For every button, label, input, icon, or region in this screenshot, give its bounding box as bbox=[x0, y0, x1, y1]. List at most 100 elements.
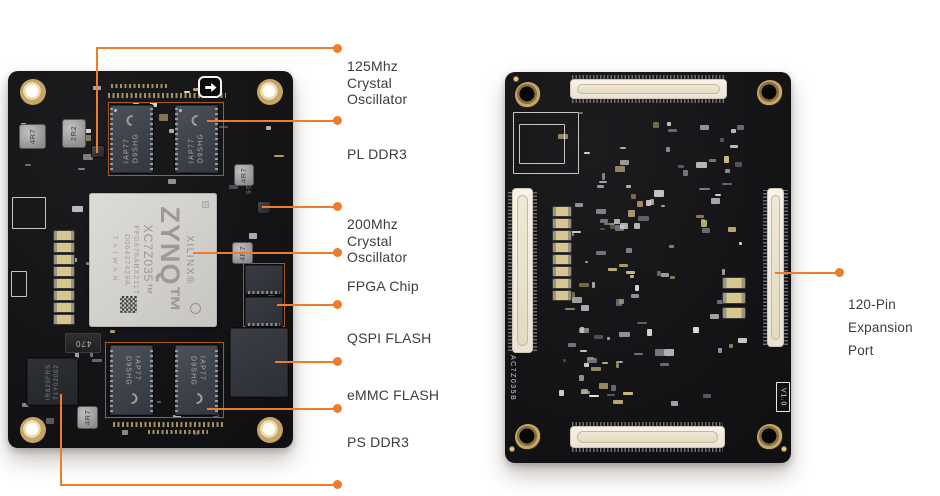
qr-code bbox=[120, 296, 137, 313]
smd-component bbox=[568, 292, 576, 297]
callout-label-qspi: QSPI FLASH bbox=[347, 330, 432, 346]
smd-component bbox=[660, 362, 670, 366]
arrow-right-icon bbox=[204, 82, 216, 92]
smd-component bbox=[635, 284, 639, 292]
smd-component bbox=[168, 178, 177, 184]
smd-component bbox=[586, 357, 595, 361]
capacitor-column bbox=[553, 207, 571, 300]
inductor-4r7: 4R7 bbox=[20, 125, 45, 148]
silkscreen-box bbox=[11, 271, 27, 297]
smd-component bbox=[637, 321, 647, 325]
smd-component bbox=[193, 87, 200, 92]
smd-component bbox=[618, 263, 629, 267]
smd-component bbox=[596, 251, 607, 256]
connector-shell bbox=[570, 79, 727, 99]
smd-component bbox=[558, 134, 569, 139]
smd-component bbox=[589, 395, 599, 398]
micron-logo-icon bbox=[123, 390, 140, 407]
smd-component bbox=[636, 200, 644, 207]
smd-component bbox=[661, 272, 669, 277]
board-to-board-connector-top bbox=[570, 75, 727, 103]
smd-component-field bbox=[550, 112, 750, 412]
connector-shell bbox=[767, 188, 784, 347]
board-to-board-connector-bottom bbox=[570, 422, 725, 452]
smd-component bbox=[737, 337, 747, 344]
smd-component bbox=[722, 182, 732, 186]
smd-component bbox=[738, 241, 743, 246]
smd-component bbox=[89, 351, 94, 357]
callout-line-osc200 bbox=[262, 206, 335, 208]
micron-logo-icon bbox=[188, 390, 205, 407]
smd-component bbox=[74, 352, 79, 358]
silkscreen-box bbox=[519, 124, 565, 164]
smd-component bbox=[649, 199, 654, 206]
smd-component bbox=[614, 218, 620, 224]
smd-component bbox=[728, 344, 734, 348]
smd-component bbox=[728, 226, 736, 233]
smd-component bbox=[682, 169, 688, 176]
smd-component bbox=[638, 215, 649, 222]
qspi-flash-chip-1 bbox=[245, 265, 283, 294]
smd-component bbox=[710, 198, 721, 205]
chip-pins bbox=[175, 108, 178, 170]
board-model-text: AC7Z035B bbox=[509, 355, 516, 402]
callout-line-ps-ddr3 bbox=[207, 408, 335, 410]
smd-component bbox=[579, 112, 583, 115]
smd-component bbox=[701, 219, 706, 223]
smd-component bbox=[606, 336, 611, 340]
smd-component bbox=[625, 248, 632, 253]
fpga-origin: TAIWAN bbox=[111, 235, 118, 285]
callout-dot-ps-ddr3 bbox=[333, 404, 342, 413]
smd-component bbox=[666, 147, 670, 152]
connector-pins bbox=[533, 190, 537, 351]
fiducial-dot bbox=[509, 446, 515, 452]
smd-component bbox=[587, 358, 597, 364]
smd-component bbox=[212, 413, 220, 417]
solder-pad-row bbox=[148, 430, 208, 434]
smd-component bbox=[217, 125, 228, 129]
smd-component bbox=[563, 359, 567, 363]
fpga-family: ZYNQ™ bbox=[155, 206, 185, 314]
back-board: AC7Z035B V1.0 bbox=[505, 72, 791, 463]
smd-component bbox=[661, 204, 665, 208]
smd-component bbox=[91, 359, 102, 362]
smd-component bbox=[703, 393, 712, 399]
smd-component bbox=[736, 125, 745, 130]
smd-component bbox=[633, 352, 644, 356]
smd-component bbox=[591, 281, 595, 288]
smd-component bbox=[615, 165, 625, 172]
smd-component bbox=[558, 389, 564, 396]
smd-component bbox=[157, 400, 161, 403]
smd-component bbox=[122, 430, 128, 436]
smd-component bbox=[626, 270, 636, 275]
connector-pins bbox=[572, 448, 723, 452]
chip-pins bbox=[110, 108, 113, 170]
smd-component bbox=[594, 335, 603, 340]
smd-component bbox=[714, 193, 722, 196]
fpga-chip: XILINX® ZYNQ™ XC7Z035™ FFG676ABX2117 D06… bbox=[89, 193, 217, 327]
board-date-code: 2205 bbox=[244, 175, 251, 196]
smd-component bbox=[670, 276, 676, 279]
ps-ddr3-outline bbox=[105, 342, 224, 418]
smd-component bbox=[578, 327, 590, 334]
smd-component bbox=[724, 156, 729, 163]
smd-component bbox=[611, 384, 616, 392]
smd-component bbox=[597, 185, 605, 189]
callout-label-emmc: eMMC FLASH bbox=[347, 387, 440, 403]
smd-component bbox=[46, 418, 54, 424]
connector-slot bbox=[517, 195, 528, 346]
smd-component bbox=[631, 293, 639, 299]
fiducial-dot bbox=[781, 446, 787, 452]
smd-component bbox=[83, 134, 92, 141]
chip-pins bbox=[150, 108, 153, 170]
expansion-connector-right bbox=[763, 188, 788, 347]
smd-component bbox=[696, 214, 705, 219]
inductor-2r2: 2R2 bbox=[63, 120, 85, 147]
smd-component bbox=[699, 187, 710, 191]
chip-pins bbox=[175, 348, 178, 412]
